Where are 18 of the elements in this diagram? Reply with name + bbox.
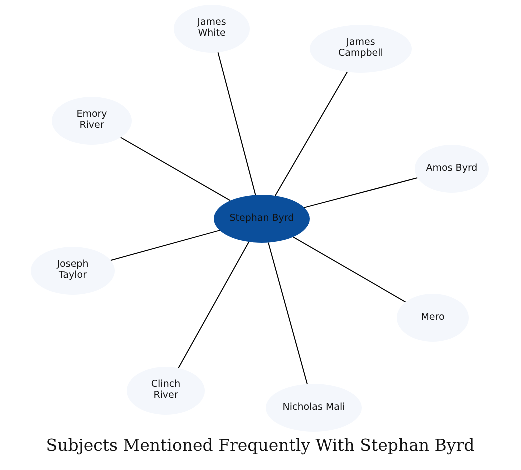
connector-line	[268, 242, 308, 385]
connector-line	[292, 236, 406, 303]
ellipse-node: Stephan Byrd	[214, 195, 310, 243]
ellipse-node: Clinch River	[127, 367, 205, 415]
ellipse-node: Joseph Taylor	[31, 247, 115, 295]
connector-line	[304, 178, 418, 208]
ellipse-node: James White	[174, 5, 250, 53]
connector-line	[110, 230, 220, 262]
connector-line	[218, 52, 256, 196]
ellipse-node: Nicholas Mali	[266, 384, 362, 432]
connector-line	[178, 242, 250, 369]
ellipse-node: Mero	[397, 294, 469, 342]
connector-line	[274, 72, 348, 196]
ellipse-node: James Campbell	[310, 25, 412, 73]
connector-line	[120, 137, 232, 202]
ellipse-node: Amos Byrd	[415, 145, 489, 193]
ellipse-node: Emory River	[52, 97, 132, 145]
caption: Subjects Mentioned Frequently With Stephan Byrd	[45, 436, 476, 455]
